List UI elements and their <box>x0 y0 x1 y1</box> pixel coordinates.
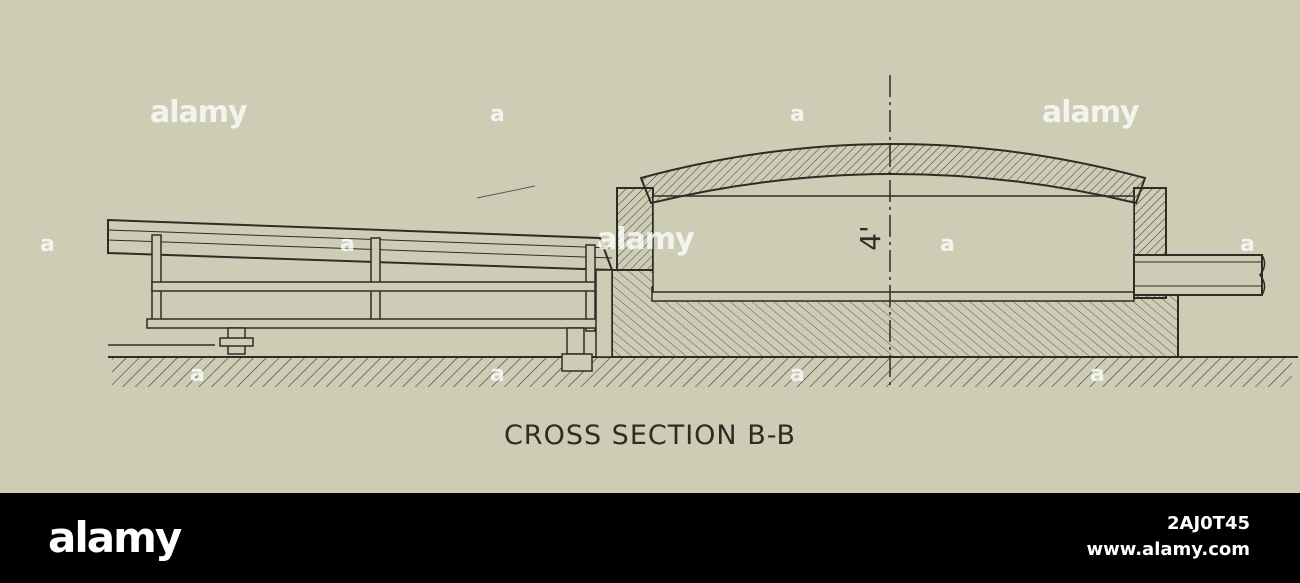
arch-roof <box>639 143 1147 205</box>
watermark-mark: a <box>490 102 505 127</box>
watermark-mark: a <box>340 232 355 257</box>
watermark-mark: a <box>1090 362 1105 387</box>
support-frame <box>146 234 613 372</box>
furnace-walls <box>616 187 1167 299</box>
watermark-logo: alamy <box>1042 95 1140 130</box>
watermark-mark: a <box>40 232 55 257</box>
drawing-caption: CROSS SECTION B-B <box>503 420 797 451</box>
ground-hatch <box>108 344 1298 387</box>
watermark-logo: alamy <box>150 95 248 130</box>
stock-footer-bar: alamy 2AJ0T45 www.alamy.com <box>0 493 1300 583</box>
footer-url: www.alamy.com <box>1086 539 1250 560</box>
cross-section-drawing: 4' <box>107 75 1298 387</box>
watermark-mark: a <box>790 102 805 127</box>
stray-mark <box>476 185 536 199</box>
watermark-mark: a <box>490 362 505 387</box>
watermark-mark: a <box>790 362 805 387</box>
image-id: 2AJ0T45 <box>1166 513 1250 534</box>
watermark-logo: alamy <box>597 222 695 257</box>
charging-bar <box>107 218 614 272</box>
outlet-pipe <box>1133 254 1266 296</box>
watermark-mark: a <box>1240 232 1255 257</box>
dimension-label: 4' <box>854 225 887 251</box>
footer-logo: alamy <box>48 513 182 562</box>
watermark-mark: a <box>940 232 955 257</box>
watermark-mark: a <box>190 362 205 387</box>
drawing-paper: 4' alamy alamy alamy a a a a a a a a a a… <box>0 0 1300 493</box>
